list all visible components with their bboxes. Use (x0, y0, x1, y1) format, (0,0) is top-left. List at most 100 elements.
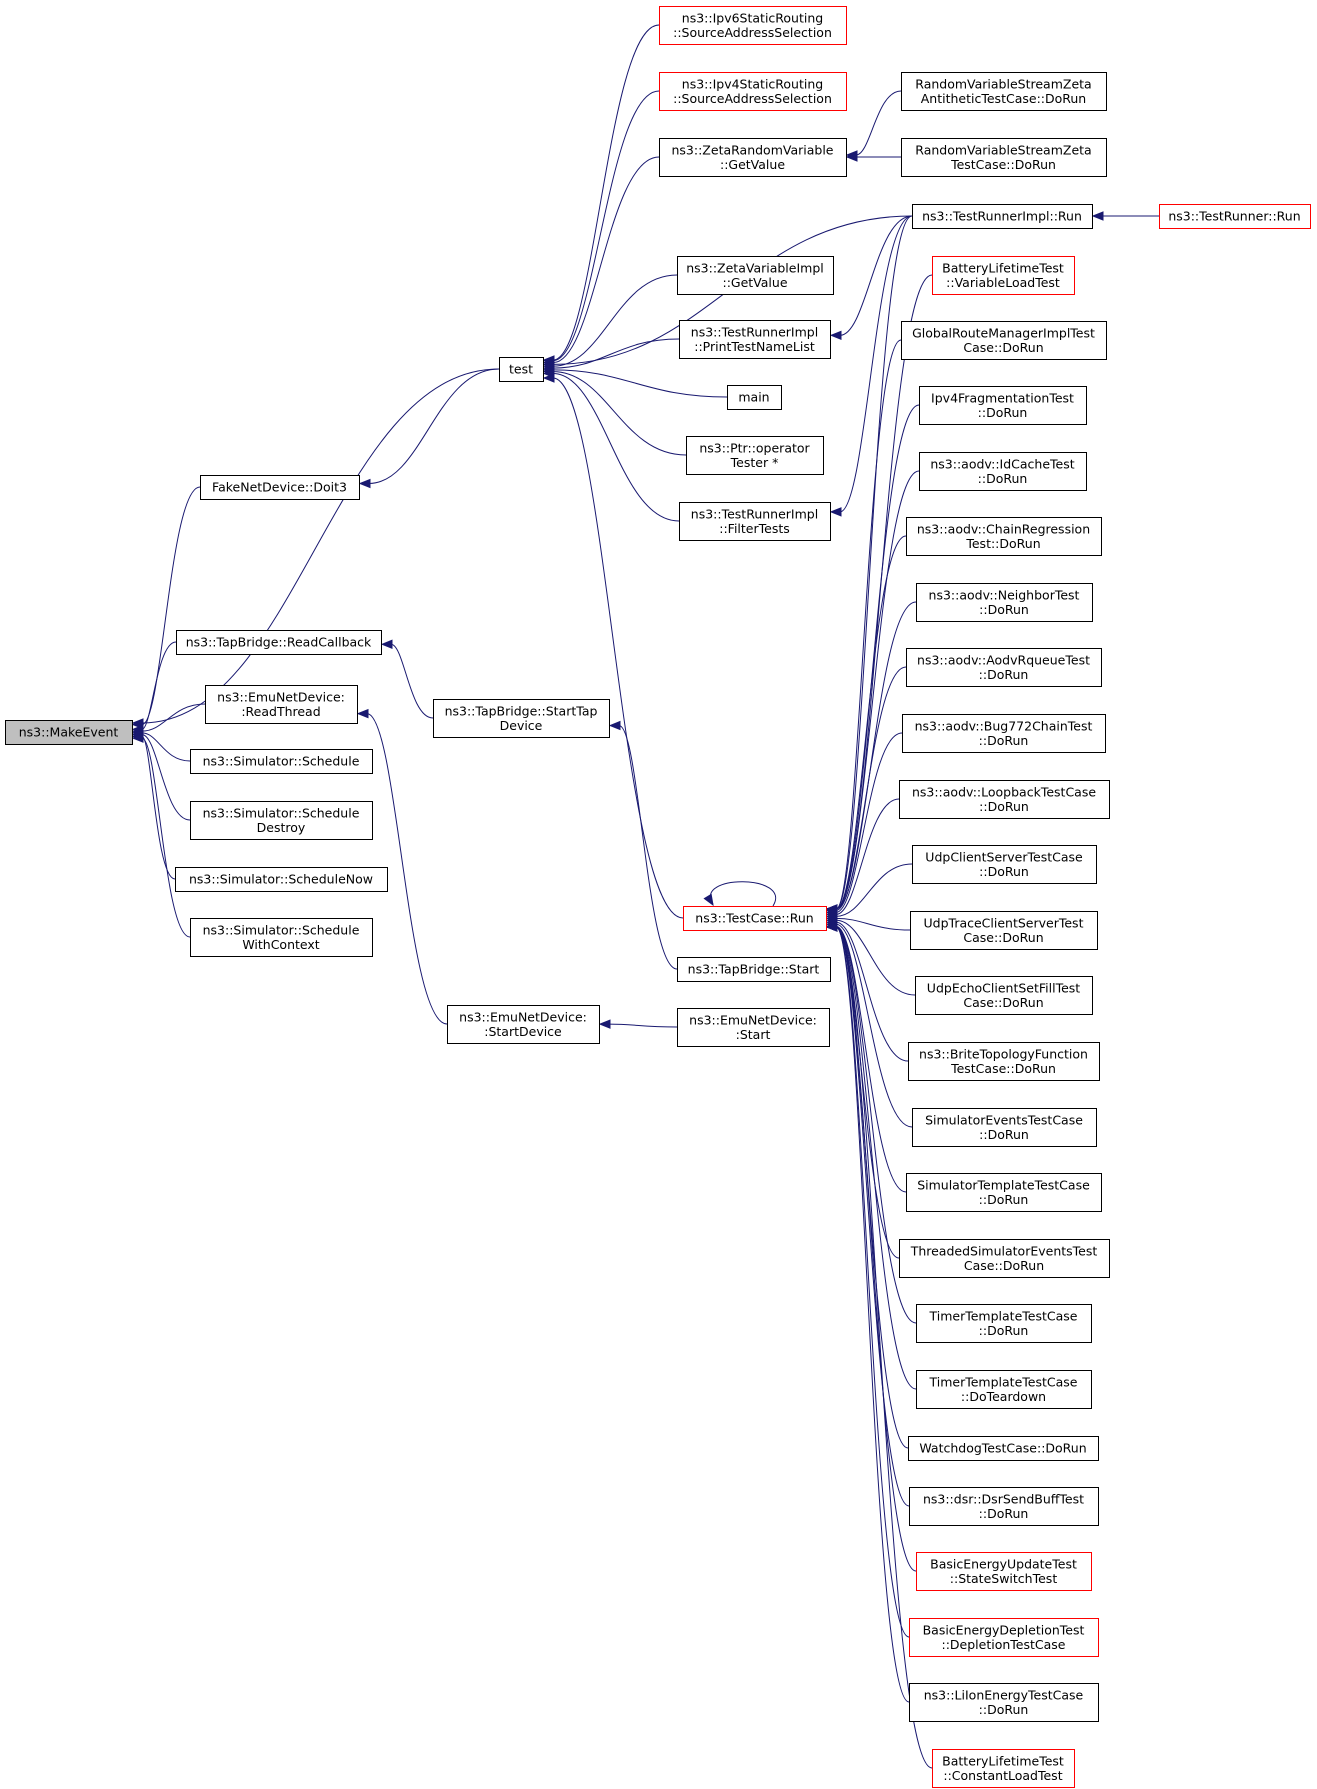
node-label: ns3::MakeEvent (19, 725, 119, 740)
node-layer: ns3::MakeEventFakeNetDevice::Doit3ns3::T… (5, 6, 1311, 1788)
edge-line (835, 919, 916, 996)
edge-arrowhead (542, 373, 555, 383)
node-emu-start[interactable]: ns3::EmuNetDevice::Start (677, 1008, 830, 1047)
node-main[interactable]: main (727, 385, 782, 410)
node-label: ns3::aodv::AodvRqueueTest (917, 652, 1090, 667)
node-box (901, 72, 1107, 111)
node-box (916, 1552, 1092, 1591)
node-fakenet-doit3[interactable]: FakeNetDevice::Doit3 (200, 475, 360, 500)
edge-test-to-makeevent (131, 368, 500, 728)
node-label: TestCase::DoRun (950, 157, 1056, 172)
node-label: ::DoRun (979, 1702, 1029, 1717)
node-box (910, 911, 1098, 950)
node-label: Device (500, 718, 543, 733)
node-timer-dorun[interactable]: TimerTemplateTestCase::DoRun (916, 1304, 1092, 1343)
node-label: ns3::aodv::IdCacheTest (930, 456, 1074, 471)
edge-line (835, 917, 911, 931)
node-aodv-bug772[interactable]: ns3::aodv::Bug772ChainTest::DoRun (902, 714, 1106, 753)
node-label: SimulatorTemplateTestCase (917, 1177, 1090, 1192)
edge-fakenet-doit3-to-makeevent (131, 486, 201, 730)
node-ipv4-sas[interactable]: ns3::Ipv4StaticRouting::SourceAddressSel… (659, 72, 847, 111)
node-rvs-zeta-anti[interactable]: RandomVariableStreamZetaAntitheticTestCa… (901, 72, 1107, 111)
node-label: Destroy (257, 820, 306, 835)
node-aodv-rqueue[interactable]: ns3::aodv::AodvRqueueTest::DoRun (906, 648, 1102, 687)
node-dsr-sendbuff[interactable]: ns3::dsr::DsrSendBuffTest::DoRun (909, 1487, 1099, 1526)
node-basic-energy-depletion[interactable]: BasicEnergyDepletionTest::DepletionTestC… (909, 1618, 1099, 1657)
node-tri-run[interactable]: ns3::TestRunnerImpl::Run (912, 204, 1093, 229)
node-timer-teardown[interactable]: TimerTemplateTestCase::DoTeardown (916, 1370, 1092, 1409)
node-label: TimerTemplateTestCase (929, 1374, 1078, 1389)
node-label: GlobalRouteManagerImplTest (912, 325, 1095, 340)
edge-line (366, 713, 448, 1025)
edge-arrowhead (829, 507, 842, 517)
node-label: ::DoRun (979, 1323, 1029, 1338)
node-battery-varload[interactable]: BatteryLifetimeTest::VariableLoadTest (932, 256, 1075, 295)
node-test[interactable]: test (499, 357, 544, 382)
node-ipv6-sas[interactable]: ns3::Ipv6StaticRouting::SourceAddressSel… (659, 6, 847, 45)
edge-line (835, 926, 917, 1324)
edge-tap-readcallback-to-makeevent (131, 641, 177, 735)
edge-line (552, 338, 680, 369)
node-brite[interactable]: ns3::BriteTopologyFunctionTestCase::DoRu… (908, 1042, 1100, 1081)
node-basic-energy-update[interactable]: BasicEnergyUpdateTest::StateSwitchTest (916, 1552, 1092, 1591)
edge-line (839, 215, 913, 336)
node-battery-constload[interactable]: BatteryLifetimeTest::ConstantLoadTest (932, 1749, 1075, 1788)
node-label: ns3::aodv::LoopbackTestCase (912, 784, 1096, 799)
node-label: Case::DoRun (963, 340, 1043, 355)
edge-arrowhead (703, 893, 714, 907)
node-tri-filtertests[interactable]: ns3::TestRunnerImpl::FilterTests (679, 502, 831, 541)
node-tap-start[interactable]: ns3::TapBridge::Start (677, 957, 831, 982)
node-label: Case::DoRun (963, 930, 1043, 945)
node-sim-schedule[interactable]: ns3::Simulator::Schedule (190, 749, 373, 774)
edge-line (835, 925, 907, 1193)
node-watchdog[interactable]: WatchdogTestCase::DoRun (908, 1436, 1099, 1461)
node-testrunner-run[interactable]: ns3::TestRunner::Run (1159, 204, 1311, 229)
node-emu-startdevice[interactable]: ns3::EmuNetDevice::StartDevice (447, 1005, 600, 1044)
node-sim-schedule-now[interactable]: ns3::Simulator::ScheduleNow (175, 867, 388, 892)
node-aodv-loopback[interactable]: ns3::aodv::LoopbackTestCase::DoRun (899, 780, 1110, 819)
node-aodv-idcache[interactable]: ns3::aodv::IdCacheTest::DoRun (919, 452, 1087, 491)
node-label: ns3::Ipv4StaticRouting (682, 76, 823, 91)
node-makeevent[interactable]: ns3::MakeEvent (5, 720, 133, 745)
node-zeta-vi-getvalue[interactable]: ns3::ZetaVariableImpl::GetValue (677, 256, 834, 295)
node-label: WatchdogTestCase::DoRun (919, 1441, 1086, 1456)
node-ipv4-frag[interactable]: Ipv4FragmentationTest::DoRun (919, 386, 1087, 425)
node-testcase-run[interactable]: ns3::TestCase::Run (683, 906, 827, 931)
node-tri-printtestnamelist[interactable]: ns3::TestRunnerImpl::PrintTestNameList (679, 320, 831, 359)
node-label: ::PrintTestNameList (694, 339, 815, 354)
node-emu-readthread[interactable]: ns3::EmuNetDevice::ReadThread (205, 685, 358, 724)
edge-line (709, 881, 777, 907)
edge-line (835, 666, 907, 911)
node-box (909, 1683, 1099, 1722)
node-label: ::DoRun (979, 799, 1029, 814)
node-label: ::SourceAddressSelection (673, 25, 832, 40)
node-box (686, 436, 824, 475)
node-udp-cs[interactable]: UdpClientServerTestCase::DoRun (912, 845, 1097, 884)
node-label: ns3::TapBridge::ReadCallback (186, 635, 372, 650)
node-sim-events[interactable]: SimulatorEventsTestCase::DoRun (912, 1108, 1097, 1147)
node-zeta-rv-getvalue[interactable]: ns3::ZetaRandomVariable::GetValue (659, 138, 847, 177)
node-label: Case::DoRun (964, 1258, 1044, 1273)
edge-tap-start-to-tap-starttapdevice (608, 720, 678, 970)
node-aodv-neighbor[interactable]: ns3::aodv::NeighborTest::DoRun (916, 583, 1093, 622)
node-label: ::GetValue (720, 157, 785, 172)
edge-arrowhead (131, 733, 144, 743)
edge-line (835, 926, 917, 1390)
node-liion[interactable]: ns3::LiIonEnergyTestCase::DoRun (909, 1683, 1099, 1722)
edge-rvs-zeta-anti-to-zeta-rv-getvalue (845, 90, 902, 160)
node-box (190, 749, 373, 774)
node-tap-readcallback[interactable]: ns3::TapBridge::ReadCallback (176, 630, 382, 655)
edge-brite-to-testcase-run (825, 917, 909, 1062)
node-sim-template[interactable]: SimulatorTemplateTestCase::DoRun (906, 1173, 1102, 1212)
edge-line (855, 90, 902, 156)
